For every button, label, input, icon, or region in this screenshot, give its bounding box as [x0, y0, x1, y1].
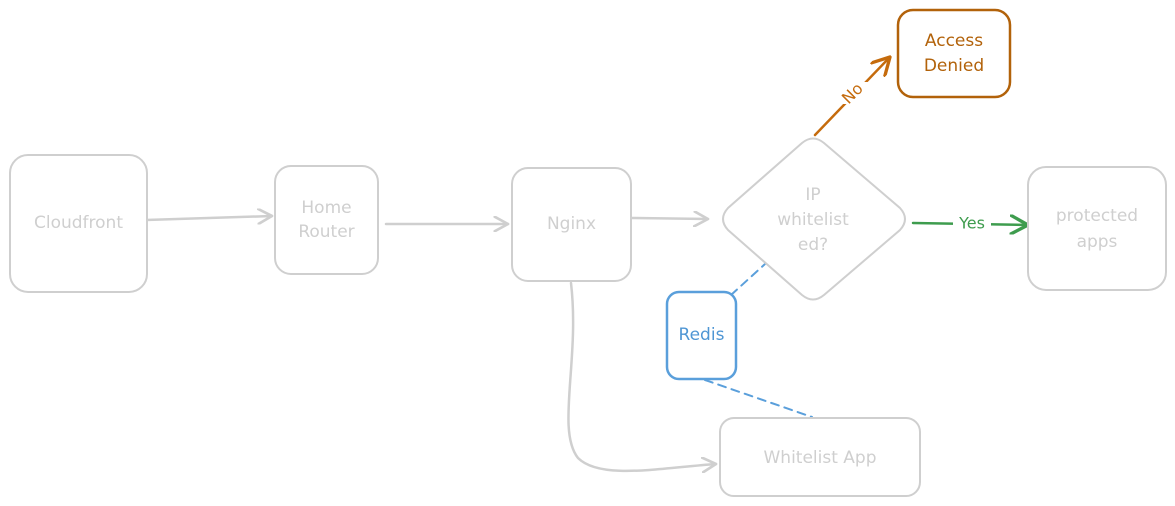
whitelist-app-label: Whitelist App [763, 448, 876, 468]
edge-redis-to-whitelist-app [704, 379, 813, 418]
decision-label-line-3: ed? [798, 235, 828, 255]
node-redis[interactable]: Redis [665, 290, 738, 381]
yes-label: Yes [958, 214, 985, 233]
node-cloudfront[interactable]: Cloudfront [9, 154, 148, 293]
edge-nginx-to-whitelist-app [567, 281, 716, 471]
node-whitelist-app[interactable]: Whitelist App [719, 417, 921, 497]
edge-nginx-to-decision [630, 218, 708, 219]
protected-apps-label-line-2: apps [1077, 232, 1118, 252]
node-access-denied[interactable]: Access Denied [896, 8, 1012, 99]
decision-label-line-1: IP [805, 185, 820, 205]
node-home-router[interactable]: Home Router [274, 165, 379, 275]
node-decision-ip-whitelisted[interactable]: IP whitelist ed? [722, 137, 906, 301]
home-router-label-line-2: Router [298, 222, 354, 242]
home-router-label-line-1: Home [301, 198, 351, 218]
edge-cloudfront-to-router [144, 216, 272, 220]
redis-label: Redis [679, 325, 725, 345]
protected-apps-label-line-1: protected [1056, 206, 1138, 226]
node-protected-apps[interactable]: protected apps [1027, 166, 1167, 291]
access-denied-label-line-2: Denied [924, 56, 984, 76]
edge-redis-to-decision [730, 263, 766, 296]
nginx-label: Nginx [547, 214, 596, 234]
no-label-bg [838, 82, 868, 104]
decision-label-line-2: whitelist [777, 210, 849, 230]
cloudfront-label: Cloudfront [34, 213, 123, 233]
node-nginx[interactable]: Nginx [511, 167, 632, 282]
access-denied-label-line-1: Access [925, 31, 983, 51]
yes-label-bg [953, 213, 991, 235]
